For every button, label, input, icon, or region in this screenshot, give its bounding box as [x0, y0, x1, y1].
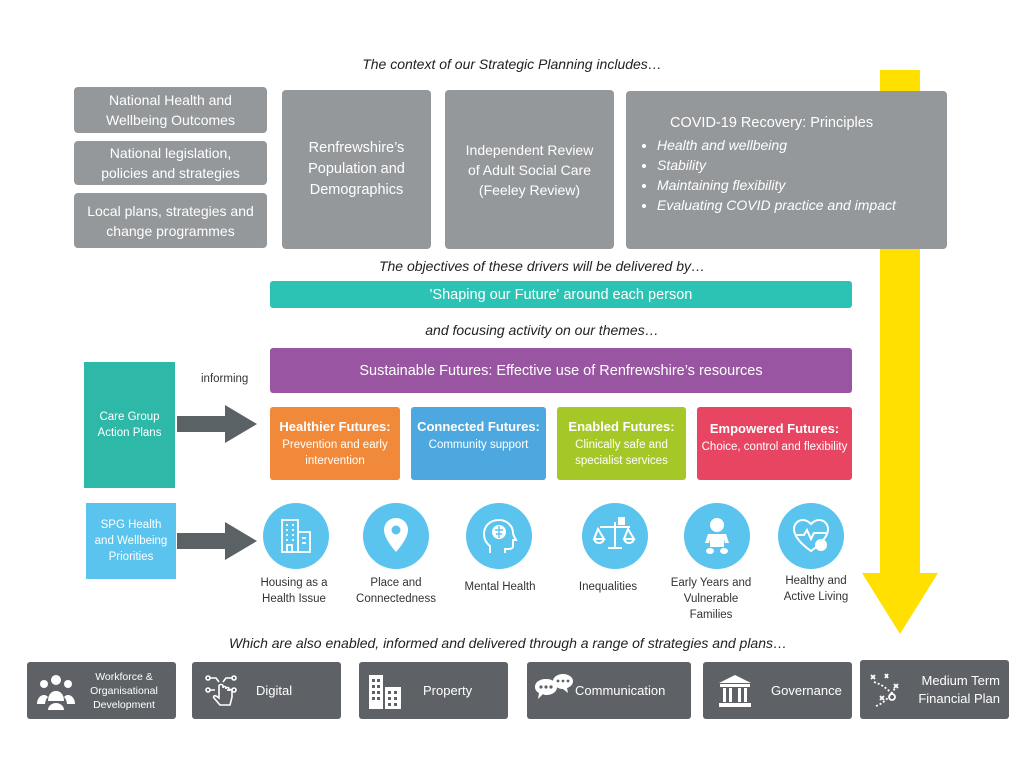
- care-group-action-plans-box: Care Group Action Plans: [84, 362, 175, 488]
- theme-healthier-futures: Healthier Futures: Prevention and early …: [270, 407, 400, 480]
- scales-icon: [592, 517, 636, 549]
- feeley-review-box: Independent Review of Adult Social Care …: [445, 90, 614, 249]
- theme-title: Empowered Futures:: [709, 421, 840, 436]
- theme-subtitle: Clinically safe and specialist services: [575, 439, 668, 467]
- heart-apple-icon: [792, 518, 830, 553]
- theme-title: Connected Futures:: [417, 419, 540, 434]
- sustainable-futures-text: Sustainable Futures: Effective use of Re…: [359, 362, 763, 379]
- sustainable-futures-bar: Sustainable Futures: Effective use of Re…: [270, 348, 852, 393]
- theme-title: Healthier Futures:: [279, 419, 391, 434]
- enabler-communication: Communication: [527, 662, 691, 719]
- covid-recovery-box: COVID-19 Recovery: Principles Health and…: [626, 91, 947, 249]
- local-plans-box: Local plans, strategies and change progr…: [74, 193, 267, 248]
- enabler-digital: Digital: [192, 662, 341, 719]
- theme-subtitle: Choice, control and flexibility: [701, 441, 848, 453]
- enabler-label: Medium Term Financial Plan: [918, 672, 1000, 706]
- priority-circle-active-living: [778, 503, 844, 569]
- baby-icon: [705, 518, 729, 554]
- focusing-caption: and focusing activity on our themes…: [425, 322, 659, 338]
- priority-label: Healthy and Active Living: [783, 575, 849, 603]
- theme-connected-futures: Connected Futures: Community support: [411, 407, 546, 480]
- objectives-caption: The objectives of these drivers will be …: [378, 258, 706, 274]
- covid-principle: Maintaining flexibility: [657, 175, 947, 195]
- location-pin-icon: [384, 518, 408, 552]
- context-caption: The context of our Strategic Planning in…: [362, 56, 662, 72]
- spg-priorities-box: SPG Health and Wellbeing Priorities: [86, 503, 176, 579]
- buildings-icon: [369, 674, 401, 709]
- priority-label: Mental Health: [464, 581, 536, 593]
- covid-principle: Health and wellbeing: [657, 135, 947, 155]
- enabler-label: Property: [423, 683, 473, 698]
- care-group-text: Care Group Action Plans: [97, 411, 162, 439]
- covid-principle: Stability: [657, 155, 947, 175]
- covid-principles-list: Health and wellbeing Stability Maintaini…: [640, 135, 947, 215]
- theme-subtitle: Community support: [428, 439, 529, 451]
- enabler-governance: Governance: [703, 662, 852, 719]
- national-outcomes-box: National Health and Wellbeing Outcomes: [74, 87, 267, 133]
- theme-empowered-futures: Empowered Futures: Choice, control and f…: [697, 407, 852, 480]
- covid-recovery-title: COVID-19 Recovery: Principles: [670, 115, 874, 131]
- theme-subtitle: Prevention and early intervention: [282, 439, 388, 467]
- right-arrow-icon: [177, 405, 257, 443]
- national-legislation-box: National legislation, policies and strat…: [74, 141, 267, 185]
- theme-title: Enabled Futures:: [568, 419, 675, 434]
- priority-label: Housing as a Health Issue: [260, 577, 328, 605]
- enabled-caption: Which are also enabled, informed and del…: [228, 635, 787, 651]
- head-brain-icon: [482, 518, 518, 553]
- enabler-label: Digital: [256, 683, 293, 698]
- national-legislation-text: National legislation, policies and strat…: [101, 145, 240, 181]
- spg-text: SPG Health and Wellbeing Priorities: [94, 519, 168, 563]
- theme-enabled-futures: Enabled Futures: Clinically safe and spe…: [557, 407, 686, 480]
- building-icon: [281, 519, 311, 553]
- priority-label: Inequalities: [578, 581, 638, 593]
- population-text: Renfrewshire’s Population and Demographi…: [308, 140, 405, 198]
- population-box: Renfrewshire’s Population and Demographi…: [282, 90, 431, 249]
- priority-label: Place and Connectedness: [356, 577, 436, 605]
- enabler-label: Governance: [771, 683, 842, 698]
- people-group-icon: [37, 674, 75, 710]
- feeley-review-text: Independent Review of Adult Social Care …: [465, 141, 594, 198]
- enabler-workforce: Workforce & Organisational Development: [27, 662, 176, 719]
- priority-circle-mental-health: [466, 503, 532, 569]
- local-plans-text: Local plans, strategies and change progr…: [87, 202, 254, 239]
- covid-principle: Evaluating COVID practice and impact: [657, 195, 947, 215]
- informing-label: informing: [201, 373, 249, 385]
- enabler-label: Workforce & Organisational Development: [90, 670, 158, 711]
- digital-hand-icon: [205, 674, 237, 706]
- priority-circle-early-years: [684, 503, 750, 569]
- enabler-financial-plan: Medium Term Financial Plan: [860, 660, 1009, 719]
- institution-icon: [719, 674, 751, 707]
- enabler-label: Communication: [575, 683, 666, 698]
- right-arrow-icon: [177, 522, 257, 560]
- priority-circle-inequalities: [582, 503, 648, 569]
- priority-label: Early Years and Vulnerable Families: [670, 577, 752, 621]
- strategy-play-icon: [870, 672, 899, 707]
- speech-bubbles-icon: [535, 673, 573, 699]
- shaping-our-future-text: 'Shaping our Future' around each person: [429, 286, 693, 303]
- shaping-our-future-bar: 'Shaping our Future' around each person: [270, 281, 852, 308]
- priority-circle-place: [363, 503, 429, 569]
- enabler-property: Property: [359, 662, 508, 719]
- priority-circle-housing: [263, 503, 329, 569]
- national-outcomes-text: National Health and Wellbeing Outcomes: [106, 92, 235, 128]
